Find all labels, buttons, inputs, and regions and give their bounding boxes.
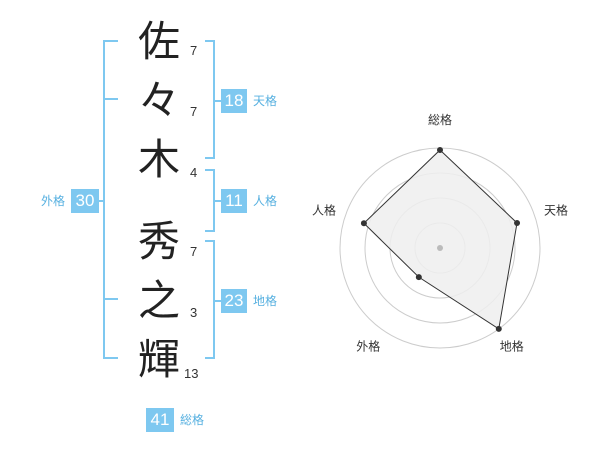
stroke-count-3: 4 (190, 165, 198, 180)
radar-point-2 (514, 219, 521, 226)
stroke-count-2: 7 (190, 104, 198, 119)
tenkaku-bracket (205, 40, 215, 159)
chikaku-bracket (205, 240, 215, 359)
stroke-count-5: 3 (190, 305, 198, 320)
jinkaku-label: 人格 (253, 194, 278, 208)
radar-axis-label-1: 総格 (428, 112, 452, 127)
soukaku-value-badge: 41 (146, 408, 174, 432)
radar-axis-label-5: 人格 (312, 202, 336, 217)
stroke-count-6: 13 (184, 366, 199, 381)
radar-point-1 (437, 147, 443, 153)
gaikaku-value-badge: 30 (71, 189, 99, 213)
bracket-lines (96, 40, 221, 359)
name-char-4: 秀 (137, 217, 180, 266)
soukaku-label: 総格 (180, 413, 205, 427)
gaikaku-label: 外格 (41, 194, 66, 208)
radar-center-dot (437, 245, 443, 251)
jinkaku-bracket (205, 169, 215, 232)
radar-axis-label-3: 地格 (500, 339, 524, 354)
gaikaku-bracket (103, 40, 118, 359)
name-char-2: 々 (137, 76, 180, 125)
stroke-count-4: 7 (190, 244, 198, 259)
name-char-1: 佐 (137, 17, 180, 66)
name-char-6: 輝 (137, 335, 180, 384)
tenkaku-label: 天格 (253, 94, 278, 108)
radar-score-polygon (363, 149, 518, 330)
chikaku-label: 地格 (253, 294, 278, 308)
radar-point-4 (415, 274, 422, 281)
jinkaku-value-badge: 11 (221, 189, 247, 213)
name-char-3: 木 (137, 135, 180, 184)
tenkaku-value-badge: 18 (221, 89, 247, 113)
radar-point-3 (495, 325, 502, 332)
radar-point-5 (360, 220, 367, 227)
chikaku-value-badge: 23 (221, 289, 247, 313)
stroke-count-1: 7 (190, 43, 198, 58)
radar-axis-label-2: 天格 (544, 202, 568, 217)
radar-axis-label-4: 外格 (356, 339, 380, 354)
name-char-5: 之 (137, 276, 180, 325)
